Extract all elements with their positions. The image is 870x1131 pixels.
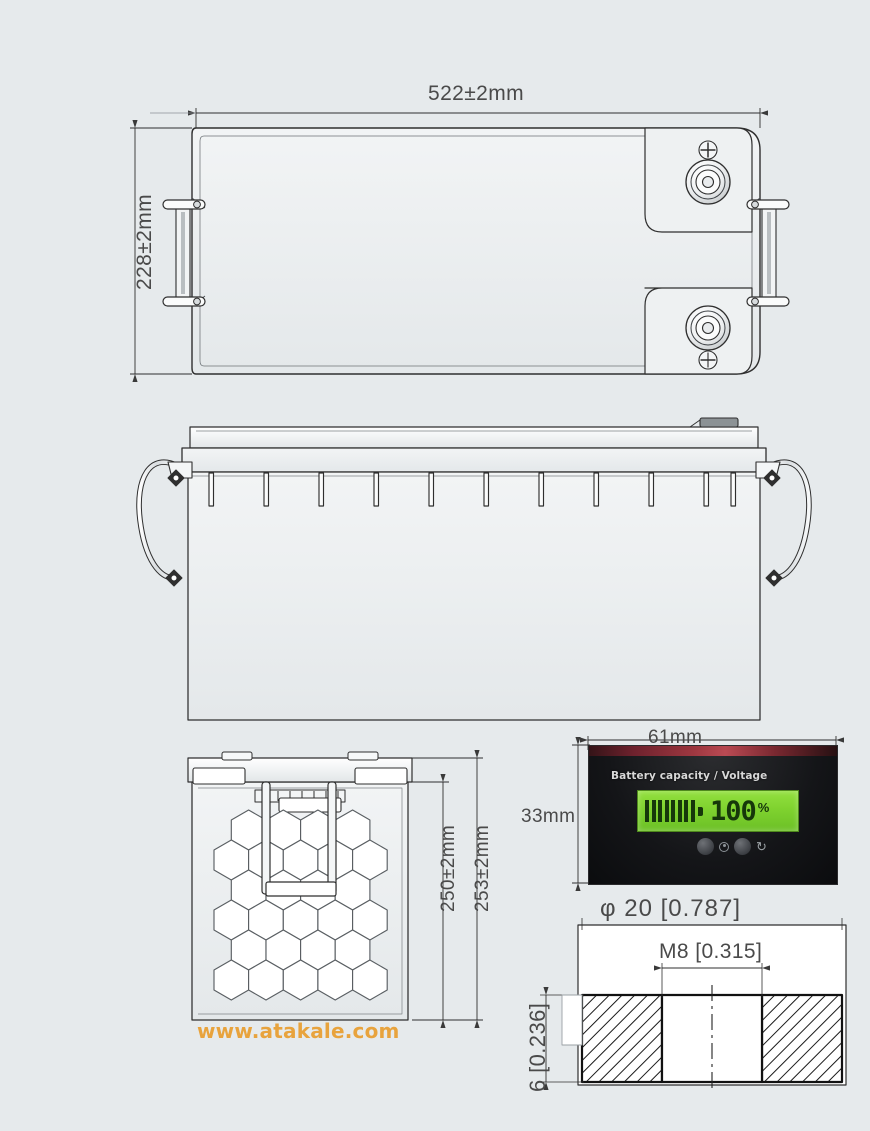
dim-label-522: 522±2mm bbox=[428, 82, 525, 105]
side-view-handle-left bbox=[136, 459, 193, 587]
terminal-marker-positive bbox=[698, 140, 718, 160]
monitor-button-left[interactable] bbox=[697, 838, 714, 855]
lcd-unit: % bbox=[757, 800, 770, 815]
dim-label-228: 228±2mm bbox=[133, 193, 156, 290]
dim-label-61: 61mm bbox=[648, 727, 703, 748]
dim-250 bbox=[412, 773, 449, 1029]
front-view-honeycomb bbox=[213, 809, 388, 1001]
front-view-handle bbox=[261, 781, 337, 897]
watermark: www.atakale.com bbox=[197, 1019, 400, 1043]
rotate-icon: ↻ bbox=[756, 839, 767, 854]
dim-522 bbox=[150, 108, 769, 128]
dim-33 bbox=[572, 736, 590, 892]
monitor-button-right[interactable] bbox=[734, 838, 751, 855]
monitor-panel-label: Battery capacity / Voltage bbox=[611, 770, 768, 782]
top-view-handle-right bbox=[746, 199, 790, 307]
lcd-capacity-bars bbox=[645, 800, 703, 822]
honeycomb-cell bbox=[352, 959, 388, 1001]
monitor-lcd: 100 % bbox=[637, 790, 799, 832]
monitor-glow bbox=[589, 746, 837, 756]
terminal-post-negative bbox=[685, 305, 731, 351]
dim-label-thickness: 6 [0.236] bbox=[525, 1002, 550, 1092]
dim-label-33: 33mm bbox=[521, 806, 576, 827]
dim-228 bbox=[130, 119, 192, 383]
battery-monitor-photo: Battery capacity / Voltage 100 % ↻ bbox=[588, 745, 838, 885]
side-view-fins bbox=[208, 472, 737, 507]
dot-icon bbox=[719, 841, 729, 852]
terminal-post-positive bbox=[685, 159, 731, 205]
dim-label-250: 250±2mm bbox=[438, 824, 459, 912]
dim-label-253: 253±2mm bbox=[472, 824, 493, 912]
side-view-handle-right bbox=[755, 459, 812, 587]
terminal-section bbox=[540, 918, 847, 1092]
lcd-value: 100 bbox=[710, 795, 757, 827]
side-view bbox=[136, 417, 812, 721]
dim-253 bbox=[412, 749, 483, 1029]
lcd-battery-cap-icon bbox=[698, 806, 703, 816]
monitor-button-row: ↻ bbox=[697, 838, 767, 855]
terminal-marker-negative bbox=[698, 350, 718, 370]
top-view-handle-left bbox=[162, 199, 206, 307]
dim-label-thread: M8 [0.315] bbox=[659, 940, 763, 963]
dim-label-diameter: φ 20 [0.787] bbox=[600, 895, 741, 922]
